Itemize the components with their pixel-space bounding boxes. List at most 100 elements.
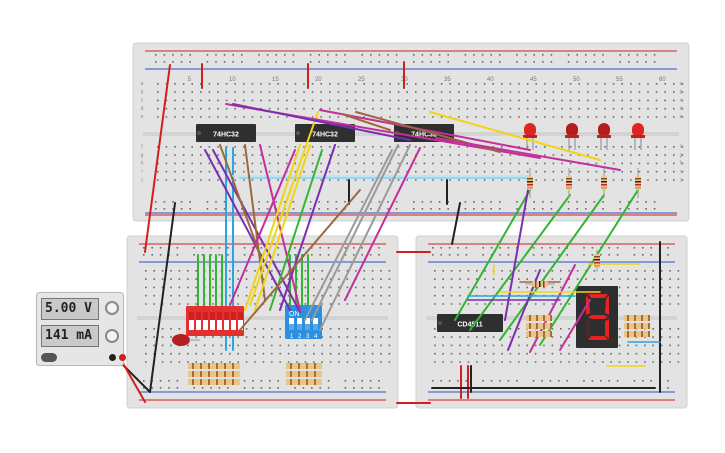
resistor — [635, 168, 641, 198]
row-letter: h — [141, 161, 144, 167]
dip-toggle — [196, 312, 201, 330]
resistor-band — [208, 363, 210, 369]
chip-cd4511[interactable]: CD4511 — [437, 314, 503, 332]
row-letter: j — [679, 177, 681, 183]
row-letter: c — [141, 98, 144, 104]
led-body — [598, 123, 610, 137]
resistor-band — [641, 315, 643, 321]
wire — [311, 144, 399, 321]
wire — [504, 189, 529, 321]
wire — [529, 264, 576, 353]
breadboards: 51015202530354045505560aabbccddeeffgghhi… — [126, 42, 690, 409]
resistor-band — [192, 379, 194, 385]
resistor-band — [635, 184, 641, 186]
resistor-body — [526, 331, 552, 337]
wire — [219, 144, 263, 261]
resistor-band — [314, 363, 316, 369]
voltage-knob[interactable] — [105, 301, 119, 315]
dip-toggle — [217, 312, 222, 330]
chip-label: 74HC32 — [312, 132, 338, 139]
resistor-band — [634, 323, 636, 329]
resistor-body — [286, 379, 322, 385]
resistor-body — [526, 323, 552, 329]
negative-terminal[interactable] — [109, 354, 116, 361]
wire — [559, 299, 591, 351]
chip-label: 74HC32 — [411, 132, 437, 139]
column-number: 35 — [444, 77, 451, 83]
resistor-band — [648, 323, 650, 329]
column-number: 5 — [188, 77, 192, 83]
resistor-band — [601, 187, 607, 189]
resistor-band — [529, 323, 531, 329]
column-number: 10 — [229, 77, 236, 83]
seven-segment-display[interactable]: 9 — [576, 286, 618, 348]
resistor-band — [594, 259, 600, 261]
power-supply[interactable]: 5.00 V 141 mA — [36, 292, 126, 366]
resistor-band — [648, 315, 650, 321]
led-body — [566, 123, 578, 137]
resistor-body — [624, 315, 650, 321]
resistor-band — [232, 371, 234, 377]
resistor-band — [539, 281, 541, 287]
led-red-4[interactable] — [631, 123, 645, 150]
power-switch[interactable] — [41, 353, 57, 362]
chip-74hc32-1[interactable]: 74HC32 — [196, 124, 256, 142]
row-letter: d — [141, 106, 144, 112]
column-number: 50 — [573, 77, 580, 83]
resistor-row — [624, 331, 650, 337]
led-rim — [565, 135, 579, 138]
dip-toggle-knob — [217, 312, 222, 320]
resistor-band — [543, 331, 545, 337]
wire — [499, 194, 605, 341]
wire — [435, 137, 621, 171]
current-knob[interactable] — [105, 329, 119, 343]
row-letter: g — [680, 152, 683, 158]
dip-toggle-knob — [210, 312, 215, 320]
dip-switch-blue[interactable]: ON 1 2 3 4 — [285, 305, 322, 340]
resistor-band — [527, 181, 533, 183]
resistor-band — [550, 315, 552, 321]
wire — [429, 111, 601, 161]
resistor-band — [290, 363, 292, 369]
column-number: 20 — [315, 77, 322, 83]
resistor-band — [594, 265, 600, 267]
segment-e — [586, 319, 590, 339]
dip-switch-red[interactable] — [186, 306, 244, 336]
led-small-red[interactable] — [172, 334, 200, 346]
led-red-3[interactable] — [597, 123, 611, 150]
resistor-band — [527, 187, 533, 189]
led-body — [524, 123, 536, 137]
resistor-band — [543, 323, 545, 329]
resistor-band — [224, 363, 226, 369]
resistor-band — [566, 184, 572, 186]
resistor — [566, 168, 572, 198]
led-red-1[interactable] — [523, 123, 537, 150]
dip-number: 1 — [290, 334, 294, 340]
row-letter: i — [680, 169, 681, 175]
wire — [204, 149, 291, 311]
positive-terminal[interactable] — [119, 354, 126, 361]
wire — [341, 113, 391, 131]
resistor — [525, 281, 555, 287]
resistor-band — [635, 187, 641, 189]
resistor-row — [526, 331, 552, 337]
resistor-band — [306, 363, 308, 369]
resistor-body — [286, 371, 322, 377]
led-red-2[interactable] — [565, 123, 579, 150]
resistor — [601, 168, 607, 198]
resistor-row — [188, 371, 240, 377]
column-number: 55 — [616, 77, 623, 83]
resistor-band — [314, 379, 316, 385]
resistor-body — [624, 331, 650, 337]
dip-toggle-knob — [224, 312, 229, 320]
resistor-band — [290, 371, 292, 377]
wires-front — [204, 103, 661, 367]
resistor-band — [536, 315, 538, 321]
resistor-band — [641, 323, 643, 329]
resistor-band — [527, 184, 533, 186]
row-letter: e — [141, 114, 144, 120]
wire — [239, 189, 361, 331]
row-letter: c — [680, 98, 683, 104]
wire — [244, 144, 301, 311]
